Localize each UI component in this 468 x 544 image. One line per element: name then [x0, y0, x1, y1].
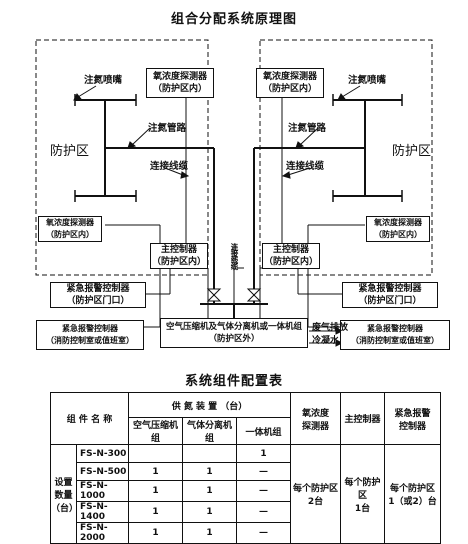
integrated-cell: —: [236, 462, 291, 481]
left-zone-label: 防护区: [50, 144, 90, 159]
air-cell: [128, 444, 183, 463]
header-oxygen-detector: 氧浓度探测器: [290, 392, 341, 445]
right-zone-label: 防护区: [392, 144, 432, 159]
table-title: 系统组件配置表: [184, 374, 283, 389]
header-supply-device: 供 氮 装 置 （台）: [128, 392, 291, 418]
center-cable-label: 连接线缆: [230, 243, 239, 269]
right-side-detector-box: 氧浓度探测器（防护区内）: [366, 216, 430, 242]
diagram-title: 组合分配系统原理图: [170, 12, 297, 27]
air-supply-unit-box: 空气压缩机及气体分离机或一体机组（防护区外）: [160, 318, 308, 348]
header-emergency-controller: 紧急报警控制器: [384, 392, 441, 445]
table-row: FS-N-1000 1 1 —: [51, 480, 441, 502]
left-top-detector-box: 氧浓度探测器（防护区内）: [146, 68, 214, 98]
model-cell: FS-N-1000: [76, 480, 129, 502]
integrated-cell: 1: [236, 444, 291, 463]
left-cable-label: 连接线缆: [150, 161, 189, 172]
label-arrow-icon: [73, 85, 361, 269]
right-door-alarm-box: 紧急报警控制器（防护区门口）: [342, 282, 438, 308]
right-zone-boundary: [259, 39, 433, 276]
valve-icon: [206, 288, 262, 302]
model-cell: FS-N-500: [76, 462, 129, 481]
right-nozzle-ends: [332, 94, 403, 202]
left-pipe-label: 注氮管路: [148, 123, 187, 134]
right-nozzle-pipes: [253, 99, 402, 280]
gas-cell: [182, 444, 237, 463]
gas-cell: 1: [182, 501, 237, 523]
exhaust-arrow-icon: [309, 327, 344, 347]
gas-cell: 1: [182, 480, 237, 502]
schematic-diagram: [35, 39, 433, 347]
left-nozzle-pipes: [75, 99, 215, 280]
table-row: FS-N-500 1 1 —: [51, 462, 441, 481]
right-nozzle-label: 注氮喷嘴: [348, 75, 387, 86]
component-config-table: 组 件 名 称 供 氮 装 置 （台） 氧浓度探测器 主控制器 紧急报警控制器 …: [50, 392, 441, 544]
right-pipe-label: 注氮管路: [288, 123, 327, 134]
integrated-cell: —: [236, 480, 291, 502]
air-cell: 1: [128, 522, 183, 544]
left-room-alarm-box: 紧急报警控制器（消防控制室或值班室）: [36, 320, 144, 350]
air-cell: 1: [128, 462, 183, 481]
model-cell: FS-N-1400: [76, 501, 129, 523]
header-gas-separator: 气体分离机组: [182, 417, 237, 445]
right-controller-box: 主控制器（防护区内）: [262, 243, 320, 269]
model-cell: FS-N-2000: [76, 522, 129, 544]
air-cell: 1: [128, 501, 183, 523]
gas-cell: 1: [182, 462, 237, 481]
left-zone-boundary: [35, 39, 209, 276]
integrated-cell: —: [236, 522, 291, 544]
table-row: FS-N-1400 1 1 —: [51, 501, 441, 523]
left-controller-box: 主控制器（防护区内）: [150, 243, 208, 269]
integrated-cell: —: [236, 501, 291, 523]
exhaust-label: 废气排放: [312, 323, 349, 333]
right-cable-label: 连接线缆: [286, 161, 325, 172]
air-cell: 1: [128, 480, 183, 502]
right-room-alarm-box: 紧急报警控制器（消防控制室或值班室）: [340, 320, 450, 350]
header-integrated-unit: 一体机组: [236, 417, 291, 445]
right-top-detector-box: 氧浓度探测器（防护区内）: [256, 68, 324, 98]
row-label-quantity: 设置数量（台）: [50, 444, 78, 544]
header-main-controller: 主控制器: [340, 392, 385, 445]
left-door-alarm-box: 紧急报警控制器（防护区门口）: [50, 282, 146, 308]
left-side-detector-box: 氧浓度探测器（防护区内）: [38, 216, 102, 242]
model-cell: FS-N-300: [76, 444, 129, 463]
left-nozzle-label: 注氮喷嘴: [84, 75, 123, 86]
condensate-label: 冷凝水: [312, 336, 340, 346]
gas-cell: 1: [182, 522, 237, 544]
header-component-name: 组 件 名 称: [50, 392, 129, 445]
header-air-compressor: 空气压缩机组: [128, 417, 183, 445]
